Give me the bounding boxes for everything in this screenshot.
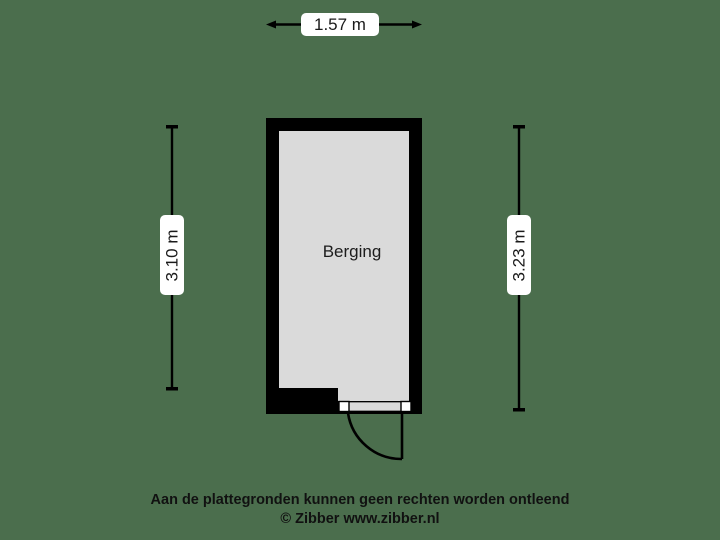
dimension-label-right-text: 3.23 m [509,229,529,281]
room-floor [279,131,409,401]
dimension-label-left-text: 3.10 m [162,229,182,281]
door-swing-arc [346,412,404,461]
room-label-berging: Berging [322,242,382,261]
dimension-label-top: 1.57 m [301,13,379,36]
footer-line-1: Aan de plattegronden kunnen geen rechten… [150,492,570,508]
dimension-label-left: 3.10 m [160,215,184,295]
dimension-label-top-text: 1.57 m [314,15,366,34]
footer-line-2: © Zibber www.zibber.nl [280,511,440,527]
dimension-label-right: 3.23 m [507,215,531,295]
footer-disclaimer: Aan de plattegronden kunnen geen rechten… [0,491,720,529]
door-threshold [338,400,412,413]
